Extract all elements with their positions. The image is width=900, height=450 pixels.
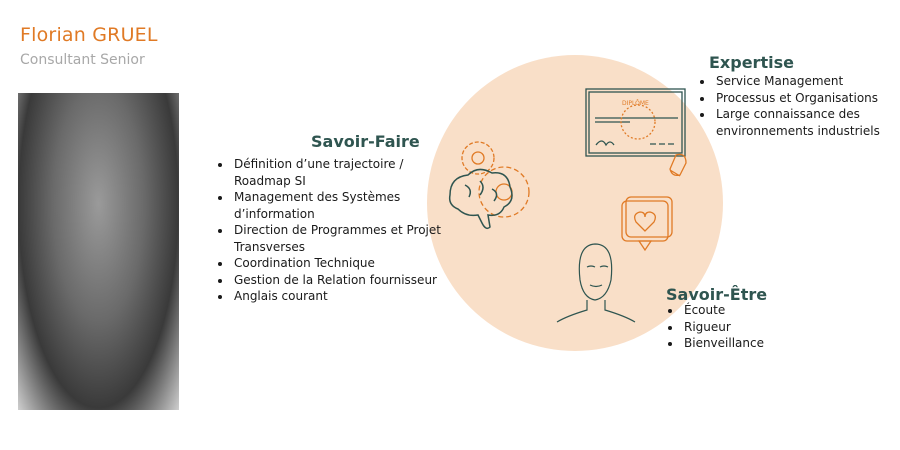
list-item: Bienveillance [682,335,832,352]
list-item: Coordination Technique [232,255,442,272]
list-item: Définition d’une trajectoire / Roadmap S… [232,156,442,189]
background-circle [427,55,723,351]
expertise-title: Expertise [709,53,794,72]
savoir-etre-list: Écoute Rigueur Bienveillance [666,302,832,352]
list-item: Rigueur [682,319,832,336]
list-item: Management des Systèmes d’information [232,189,442,222]
savoir-faire-title: Savoir-Faire [311,132,420,151]
list-item: Gestion de la Relation fournisseur [232,272,442,289]
profile-name: Florian GRUEL [20,24,158,46]
list-item: Large connaissance des environnements in… [714,106,900,139]
list-item: Processus et Organisations [714,90,900,107]
savoir-faire-list: Définition d’une trajectoire / Roadmap S… [216,156,442,305]
list-item: Écoute [682,302,832,319]
diploma-label: DIPLÔME [622,100,649,107]
profile-role: Consultant Senior [20,52,145,68]
list-item: Direction de Programmes et Projet Transv… [232,222,442,255]
list-item: Service Management [714,73,900,90]
brain-icon [448,168,513,230]
illustrations: DIPLÔME [448,88,687,323]
person-icon [556,243,636,323]
expertise-list: Service Management Processus et Organisa… [698,73,900,139]
list-item: Anglais courant [232,288,442,305]
savoir-etre-title: Savoir-Être [666,285,768,304]
profile-photo [18,93,179,410]
heart-message-icon [621,196,673,252]
gears-icon [461,141,530,218]
diploma-icon: DIPLÔME [585,88,687,177]
